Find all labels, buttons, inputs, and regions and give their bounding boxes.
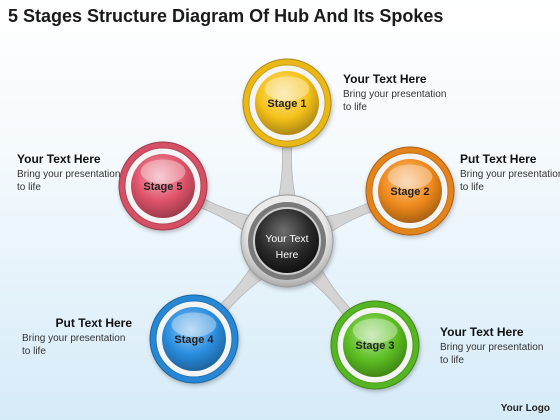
callout-heading: Your Text Here — [440, 325, 524, 339]
stage-1-label: Stage 1 — [267, 98, 306, 110]
stage-1-highlight — [264, 76, 310, 101]
callout-body: Bring your presentation to life — [22, 333, 126, 357]
hub: Your Text Here — [240, 194, 334, 288]
stage-5-label: Stage 5 — [143, 181, 182, 193]
stage-nodes: Stage 1 Stage 2 Stage 3 Stage 4 Stage 5 — [118, 58, 455, 390]
callout-top-right: Your Text Here Bring your presentation t… — [343, 72, 453, 114]
stage-3-node: Stage 3 — [330, 300, 420, 390]
stage-2-node: Stage 2 — [365, 146, 455, 236]
callout-heading: Put Text Here — [55, 316, 132, 330]
stage-1-node: Stage 1 — [242, 58, 332, 148]
spoke-stage-1 — [277, 142, 297, 202]
callout-heading: Your Text Here — [17, 152, 101, 166]
callout-body: Bring your presentation to life — [343, 89, 447, 113]
stage-4-label: Stage 4 — [174, 334, 214, 346]
callout-body: Bring your presentation to life — [440, 342, 544, 366]
callout-bottom-right: Your Text Here Bring your presentation t… — [440, 325, 550, 367]
stage-2-highlight — [387, 164, 433, 189]
stage-4-highlight — [171, 312, 217, 337]
stage-3-highlight — [352, 318, 398, 343]
stage-2-label: Stage 2 — [390, 186, 429, 198]
stage-4-node: Stage 4 — [149, 294, 239, 384]
spokes — [196, 142, 376, 319]
callout-right: Put Text Here Bring your presentation to… — [460, 152, 560, 194]
callout-heading: Put Text Here — [460, 152, 537, 166]
stage-3-label: Stage 3 — [355, 340, 394, 352]
hub-core — [253, 207, 321, 275]
callout-body: Bring your presentation to life — [17, 169, 121, 193]
callout-heading: Your Text Here — [343, 72, 427, 86]
callout-left: Your Text Here Bring your presentation t… — [17, 152, 127, 194]
callout-body: Bring your presentation to life — [460, 169, 560, 193]
hub-label-line1: Your Text — [265, 233, 308, 245]
page-title: 5 Stages Structure Diagram Of Hub And It… — [8, 6, 444, 26]
stage-5-highlight — [140, 159, 186, 184]
hub-label-line2: Here — [276, 249, 299, 261]
callout-bottom-left: Put Text Here Bring your presentation to… — [22, 316, 132, 358]
stage-5-node: Stage 5 — [118, 141, 208, 231]
logo-text: Your Logo — [500, 403, 550, 414]
